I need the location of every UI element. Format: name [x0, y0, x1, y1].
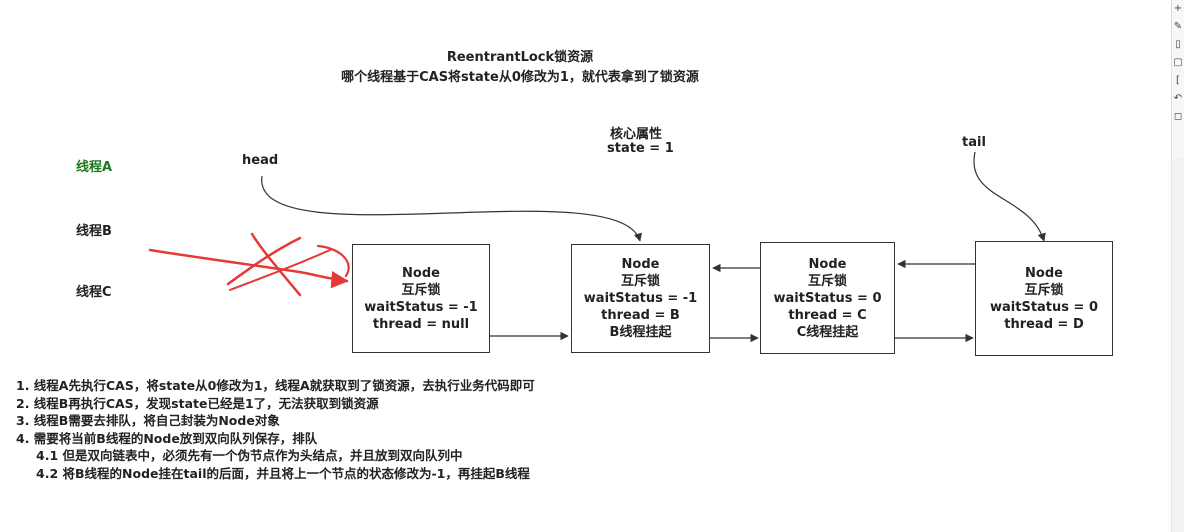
side-toolbar: + ✎ ▯ ▢ [ ↶ ◻ [1171, 0, 1184, 159]
node-suspend-note: C线程挂起 [796, 324, 859, 340]
note-line-1: 1. 线程A先执行CAS，将state从0修改为1，线程A就获取到了锁资源，去执… [16, 378, 535, 393]
tail-label: tail [962, 135, 986, 150]
node-thread: thread = B [601, 308, 680, 323]
tail-pointer-arrow [973, 151, 1046, 242]
thread-a-label: 线程A [76, 160, 113, 175]
note-icon[interactable]: ▯ [1175, 39, 1181, 50]
note-line-4-2: 4.2 将B线程的Node挂在tail的后面，并且将上一个节点的状态修改为-1，… [36, 465, 530, 481]
undo-icon[interactable]: ↶ [1173, 93, 1183, 104]
diagram-title: ReentrantLock锁资源 [446, 50, 594, 65]
queue-node-d-tail[interactable]: Node 互斥锁 waitStatus = 0 thread = D [975, 241, 1113, 356]
node-thread: thread = null [372, 316, 470, 332]
red-strike-arrow [148, 248, 349, 289]
node-suspend-note: B线程挂起 [609, 325, 672, 340]
note-line-4: 4. 需要将当前B线程的Node放到双向队列保存，排队 [16, 430, 318, 446]
node-type-text: Node [402, 265, 440, 281]
red-cross-stroke-2 [226, 236, 302, 286]
shape-icon[interactable]: ◻ [1173, 111, 1183, 122]
explanation-notes: 1. 线程A先执行CAS，将state从0修改为1，线程A就获取到了锁资源，去执… [16, 377, 535, 482]
queue-node-b[interactable]: Node 互斥锁 waitStatus = -1 thread = B B线程挂… [571, 244, 710, 353]
node-type-text: Node [808, 256, 847, 272]
thread-b-label: 线程B [76, 224, 112, 239]
head-pointer-arrow [261, 175, 642, 242]
node-lock-text: 互斥锁 [1024, 282, 1064, 298]
bracket-icon[interactable]: [ [1176, 75, 1180, 86]
node-type-text: Node [1025, 265, 1063, 281]
node-wait-status: waitStatus = -1 [583, 291, 698, 306]
plus-icon[interactable]: + [1173, 3, 1183, 14]
node-thread: thread = D [1004, 316, 1084, 332]
node-wait-status: waitStatus = -1 [364, 299, 478, 315]
red-cross-stroke-3 [229, 249, 331, 291]
node-lock-text: 互斥锁 [807, 273, 847, 289]
right-scroll-strip[interactable] [1171, 158, 1184, 532]
frame-icon[interactable]: ▢ [1173, 57, 1183, 68]
node-lock-text: 互斥锁 [401, 282, 441, 298]
thread-c-label: 线程C [76, 285, 112, 300]
node-type-text: Node [621, 257, 660, 272]
brush-icon[interactable]: ✎ [1173, 21, 1183, 32]
node-thread: thread = C [788, 307, 867, 323]
note-line-3: 3. 线程B需要去排队，将自己封装为Node对象 [16, 413, 280, 428]
red-curl-stroke [316, 244, 350, 278]
head-label: head [242, 153, 279, 168]
note-line-4-1: 4.1 但是双向链表中，必须先有一个伪节点作为头结点，并且放到双向队列中 [36, 448, 463, 463]
node-lock-text: 互斥锁 [620, 274, 660, 289]
diagram-subtitle: 哪个线程基于CAS将state从0修改为1，就代表拿到了锁资源 [341, 70, 699, 85]
node-wait-status: waitStatus = 0 [773, 290, 882, 306]
queue-node-c[interactable]: Node 互斥锁 waitStatus = 0 thread = C C线程挂起 [760, 242, 895, 354]
queue-node-head-dummy[interactable]: Node 互斥锁 waitStatus = -1 thread = null [352, 244, 490, 353]
core-property-label: 核心属性 [610, 127, 663, 142]
note-line-2: 2. 线程B再执行CAS，发现state已经是1了，无法获取到锁资源 [16, 395, 379, 411]
state-value: state = 1 [607, 141, 674, 156]
red-cross-stroke-1 [250, 232, 302, 297]
node-wait-status: waitStatus = 0 [990, 299, 1098, 315]
